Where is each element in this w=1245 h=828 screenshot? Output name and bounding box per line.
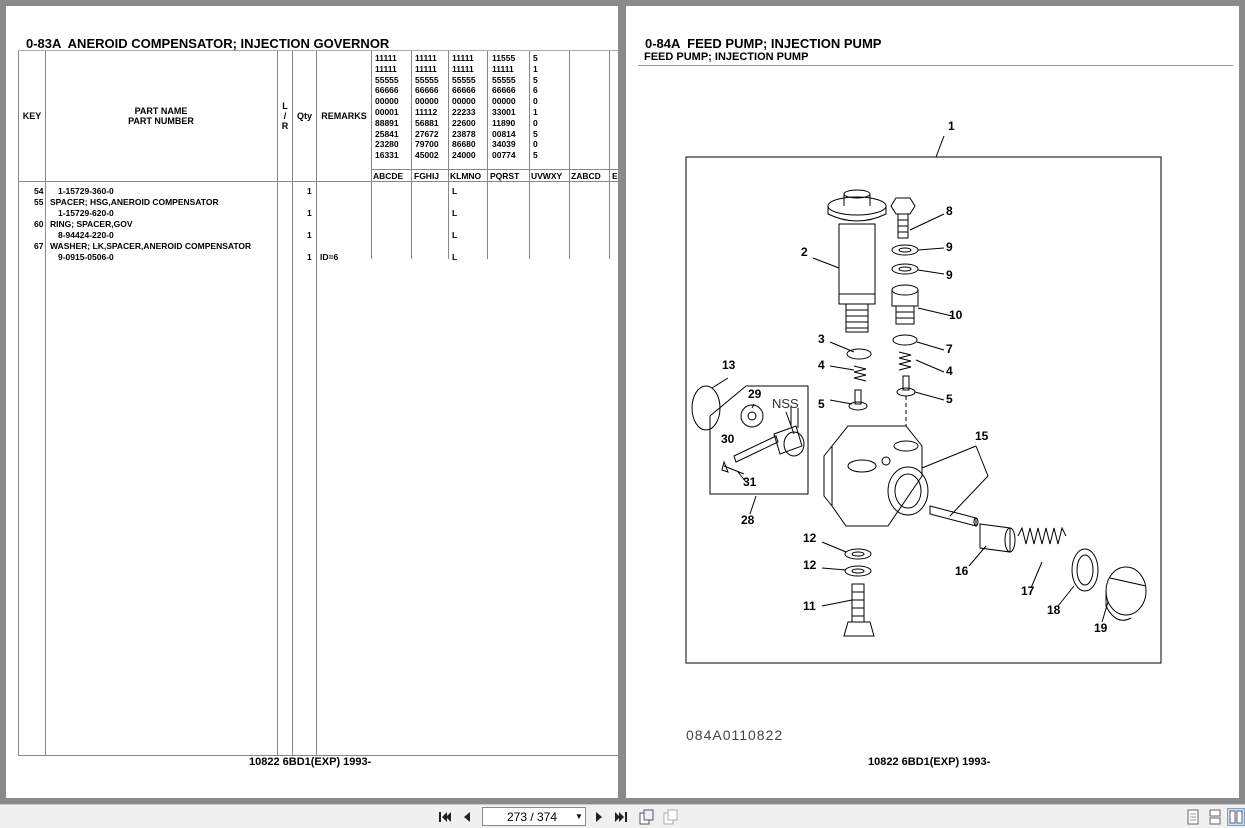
callout-3: 3 bbox=[818, 332, 825, 346]
callout-12: 12 bbox=[803, 558, 817, 572]
row-part-name: WASHER; LK,SPACER,ANEROID COMPENSATOR bbox=[50, 241, 252, 251]
exploded-parts-diagram: 1 2 3 4 5 8 9 9 10 7 4 5 15 16 17 18 19 … bbox=[685, 119, 1162, 743]
callout-7: 7 bbox=[946, 342, 953, 356]
key-header: KEY bbox=[22, 111, 42, 121]
row-key: 60 bbox=[34, 219, 44, 229]
row-part-number: 8-94424-220-0 bbox=[58, 230, 114, 240]
nss-label: NSS bbox=[772, 396, 799, 411]
next-page-icon[interactable] bbox=[590, 808, 608, 826]
page-indicator: 273 / 374 bbox=[506, 809, 558, 824]
callout-8: 8 bbox=[946, 204, 953, 218]
callout-2: 2 bbox=[801, 245, 808, 259]
code-label-zabcd: ZABCD bbox=[571, 171, 601, 181]
code-label-pqrst: PQRST bbox=[490, 171, 520, 181]
callout-15: 15 bbox=[975, 429, 989, 443]
code-label-uvwxy: UVWXY bbox=[531, 171, 563, 181]
lr-header-r: R bbox=[281, 121, 289, 131]
row-klmno: L bbox=[452, 230, 458, 240]
code-label-abcde: ABCDE bbox=[373, 171, 404, 181]
callout-31: 31 bbox=[743, 475, 757, 489]
row-part-name: SPACER; HSG,ANEROID COMPENSATOR bbox=[50, 197, 219, 207]
row-key: 67 bbox=[34, 241, 44, 251]
callout-19: 19 bbox=[1094, 621, 1108, 635]
inset-frame bbox=[709, 385, 809, 495]
page-title: 0-83A ANEROID COMPENSATOR; INJECTION GOV… bbox=[26, 36, 390, 51]
page-number-input[interactable]: 273 / 374 ▼ bbox=[482, 807, 586, 826]
fit-icon[interactable] bbox=[662, 808, 680, 826]
row-key: 54 bbox=[34, 186, 44, 196]
part-number-header: PART NUMBER bbox=[128, 116, 194, 126]
diagram-frame bbox=[685, 156, 1162, 664]
code-digits-pqrst: 11555 11111 55555 66666 00000 33001 1189… bbox=[492, 53, 516, 161]
callout-12: 12 bbox=[803, 531, 817, 545]
drawing-code: 084A0110822 bbox=[686, 727, 783, 743]
prev-page-icon[interactable] bbox=[458, 808, 476, 826]
callout-16: 16 bbox=[955, 564, 969, 578]
row-klmno: L bbox=[452, 252, 458, 262]
code-digits-klmno: 11111 11111 55555 66666 00000 22233 2260… bbox=[452, 53, 476, 161]
right-page: 0-84A FEED PUMP; INJECTION PUMP FEED PUM… bbox=[626, 6, 1239, 798]
chevron-down-icon[interactable]: ▼ bbox=[575, 812, 583, 821]
code-label-klmno: KLMNO bbox=[450, 171, 482, 181]
page-title: 0-84A FEED PUMP; INJECTION PUMP bbox=[645, 36, 882, 51]
last-page-icon[interactable] bbox=[612, 808, 630, 826]
callout-18: 18 bbox=[1047, 603, 1061, 617]
code-digits-fghij: 11111 11111 55555 66666 00000 11112 5688… bbox=[415, 53, 439, 161]
code-digits-abcde: 11111 11111 55555 66666 00000 00001 8889… bbox=[375, 53, 399, 161]
first-page-icon[interactable] bbox=[436, 808, 454, 826]
row-remarks: ID=6 bbox=[320, 252, 339, 262]
page-subtitle: FEED PUMP; INJECTION PUMP bbox=[644, 51, 809, 63]
callout-4: 4 bbox=[818, 358, 825, 372]
continuous-icon[interactable] bbox=[1206, 808, 1224, 826]
pump-body bbox=[831, 425, 923, 527]
part-name-header: PART NAME bbox=[134, 106, 188, 116]
row-qty: 1 bbox=[307, 186, 312, 196]
two-page-icon[interactable] bbox=[1227, 808, 1245, 826]
row-part-number: 1-15729-360-0 bbox=[58, 186, 114, 196]
callout-11: 11 bbox=[803, 599, 816, 613]
callout-13: 13 bbox=[722, 358, 736, 372]
callout-5: 5 bbox=[946, 392, 953, 406]
row-qty: 1 bbox=[307, 208, 312, 218]
code-digits-uvwxy: 5 1 5 6 0 1 0 5 0 5 bbox=[533, 53, 538, 161]
page-footer: 10822 6BD1(EXP) 1993- bbox=[868, 756, 991, 768]
remarks-header: REMARKS bbox=[321, 111, 367, 121]
callout-5: 5 bbox=[818, 397, 825, 411]
row-part-name: RING; SPACER,GOV bbox=[50, 219, 133, 229]
callout-9: 9 bbox=[946, 240, 953, 254]
row-part-number: 9-0915-0506-0 bbox=[58, 252, 114, 262]
callout-4: 4 bbox=[946, 364, 953, 378]
callout-9: 9 bbox=[946, 268, 953, 282]
callout-17: 17 bbox=[1021, 584, 1035, 598]
code-label-fghij: FGHIJ bbox=[414, 171, 440, 181]
lr-header-slash: / bbox=[283, 111, 287, 121]
callout-28: 28 bbox=[741, 513, 755, 527]
lr-header-l: L bbox=[282, 101, 288, 111]
row-klmno: L bbox=[452, 186, 458, 196]
row-part-number: 1-15729-620-0 bbox=[58, 208, 114, 218]
callout-29: 29 bbox=[748, 387, 762, 401]
parts-table: KEY PART NAME PART NUMBER L / R Qty REMA… bbox=[18, 50, 618, 756]
callout-1: 1 bbox=[948, 119, 955, 133]
viewer-toolbar: 273 / 374 ▼ bbox=[0, 804, 1245, 828]
row-qty: 1 bbox=[307, 230, 312, 240]
callout-30: 30 bbox=[721, 432, 735, 446]
priming-pump-body bbox=[838, 223, 876, 295]
row-key: 55 bbox=[34, 197, 44, 207]
code-label-e: E bbox=[612, 171, 618, 181]
rotate-icon[interactable] bbox=[638, 808, 656, 826]
left-page: 0-83A ANEROID COMPENSATOR; INJECTION GOV… bbox=[6, 6, 618, 798]
qty-header: Qty bbox=[296, 111, 312, 121]
row-qty: 1 bbox=[307, 252, 312, 262]
page-footer: 10822 6BD1(EXP) 1993- bbox=[249, 756, 372, 768]
callout-10: 10 bbox=[949, 308, 963, 322]
single-page-icon[interactable] bbox=[1184, 808, 1202, 826]
row-klmno: L bbox=[452, 208, 458, 218]
